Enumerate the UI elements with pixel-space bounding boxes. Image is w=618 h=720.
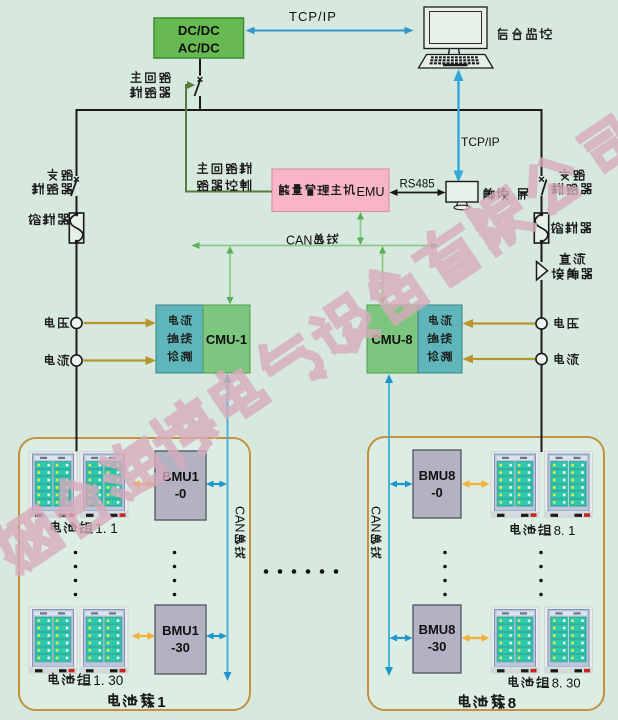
svg-text:8: 8 <box>508 695 516 712</box>
svg-text:CAN: CAN <box>233 506 247 532</box>
svg-text:EMU: EMU <box>357 185 385 199</box>
svg-text:8. 30: 8. 30 <box>552 676 581 691</box>
svg-text:1: 1 <box>157 694 165 711</box>
svg-text:BMU1: BMU1 <box>162 623 199 638</box>
svg-text:DC/DC: DC/DC <box>178 23 220 38</box>
svg-text:-30: -30 <box>171 640 190 655</box>
svg-text:-0: -0 <box>175 486 187 501</box>
svg-text:1. 30: 1. 30 <box>93 673 123 688</box>
svg-text:CMU-8: CMU-8 <box>371 332 412 347</box>
svg-text:AC/DC: AC/DC <box>178 41 220 56</box>
svg-text:8. 1: 8. 1 <box>554 523 576 538</box>
svg-text:TCP/IP: TCP/IP <box>461 135 500 149</box>
svg-text:CMU-1: CMU-1 <box>206 332 247 347</box>
svg-text:CAN: CAN <box>286 234 312 248</box>
svg-text:BMU8: BMU8 <box>419 622 456 637</box>
svg-text:-0: -0 <box>431 485 443 500</box>
svg-text:BMU1: BMU1 <box>162 469 199 484</box>
svg-text:TCP/IP: TCP/IP <box>289 9 337 24</box>
svg-text:CAN: CAN <box>369 506 383 532</box>
svg-text:-30: -30 <box>428 639 447 654</box>
svg-text:RS485: RS485 <box>400 179 435 191</box>
svg-text:BMU8: BMU8 <box>419 468 456 483</box>
